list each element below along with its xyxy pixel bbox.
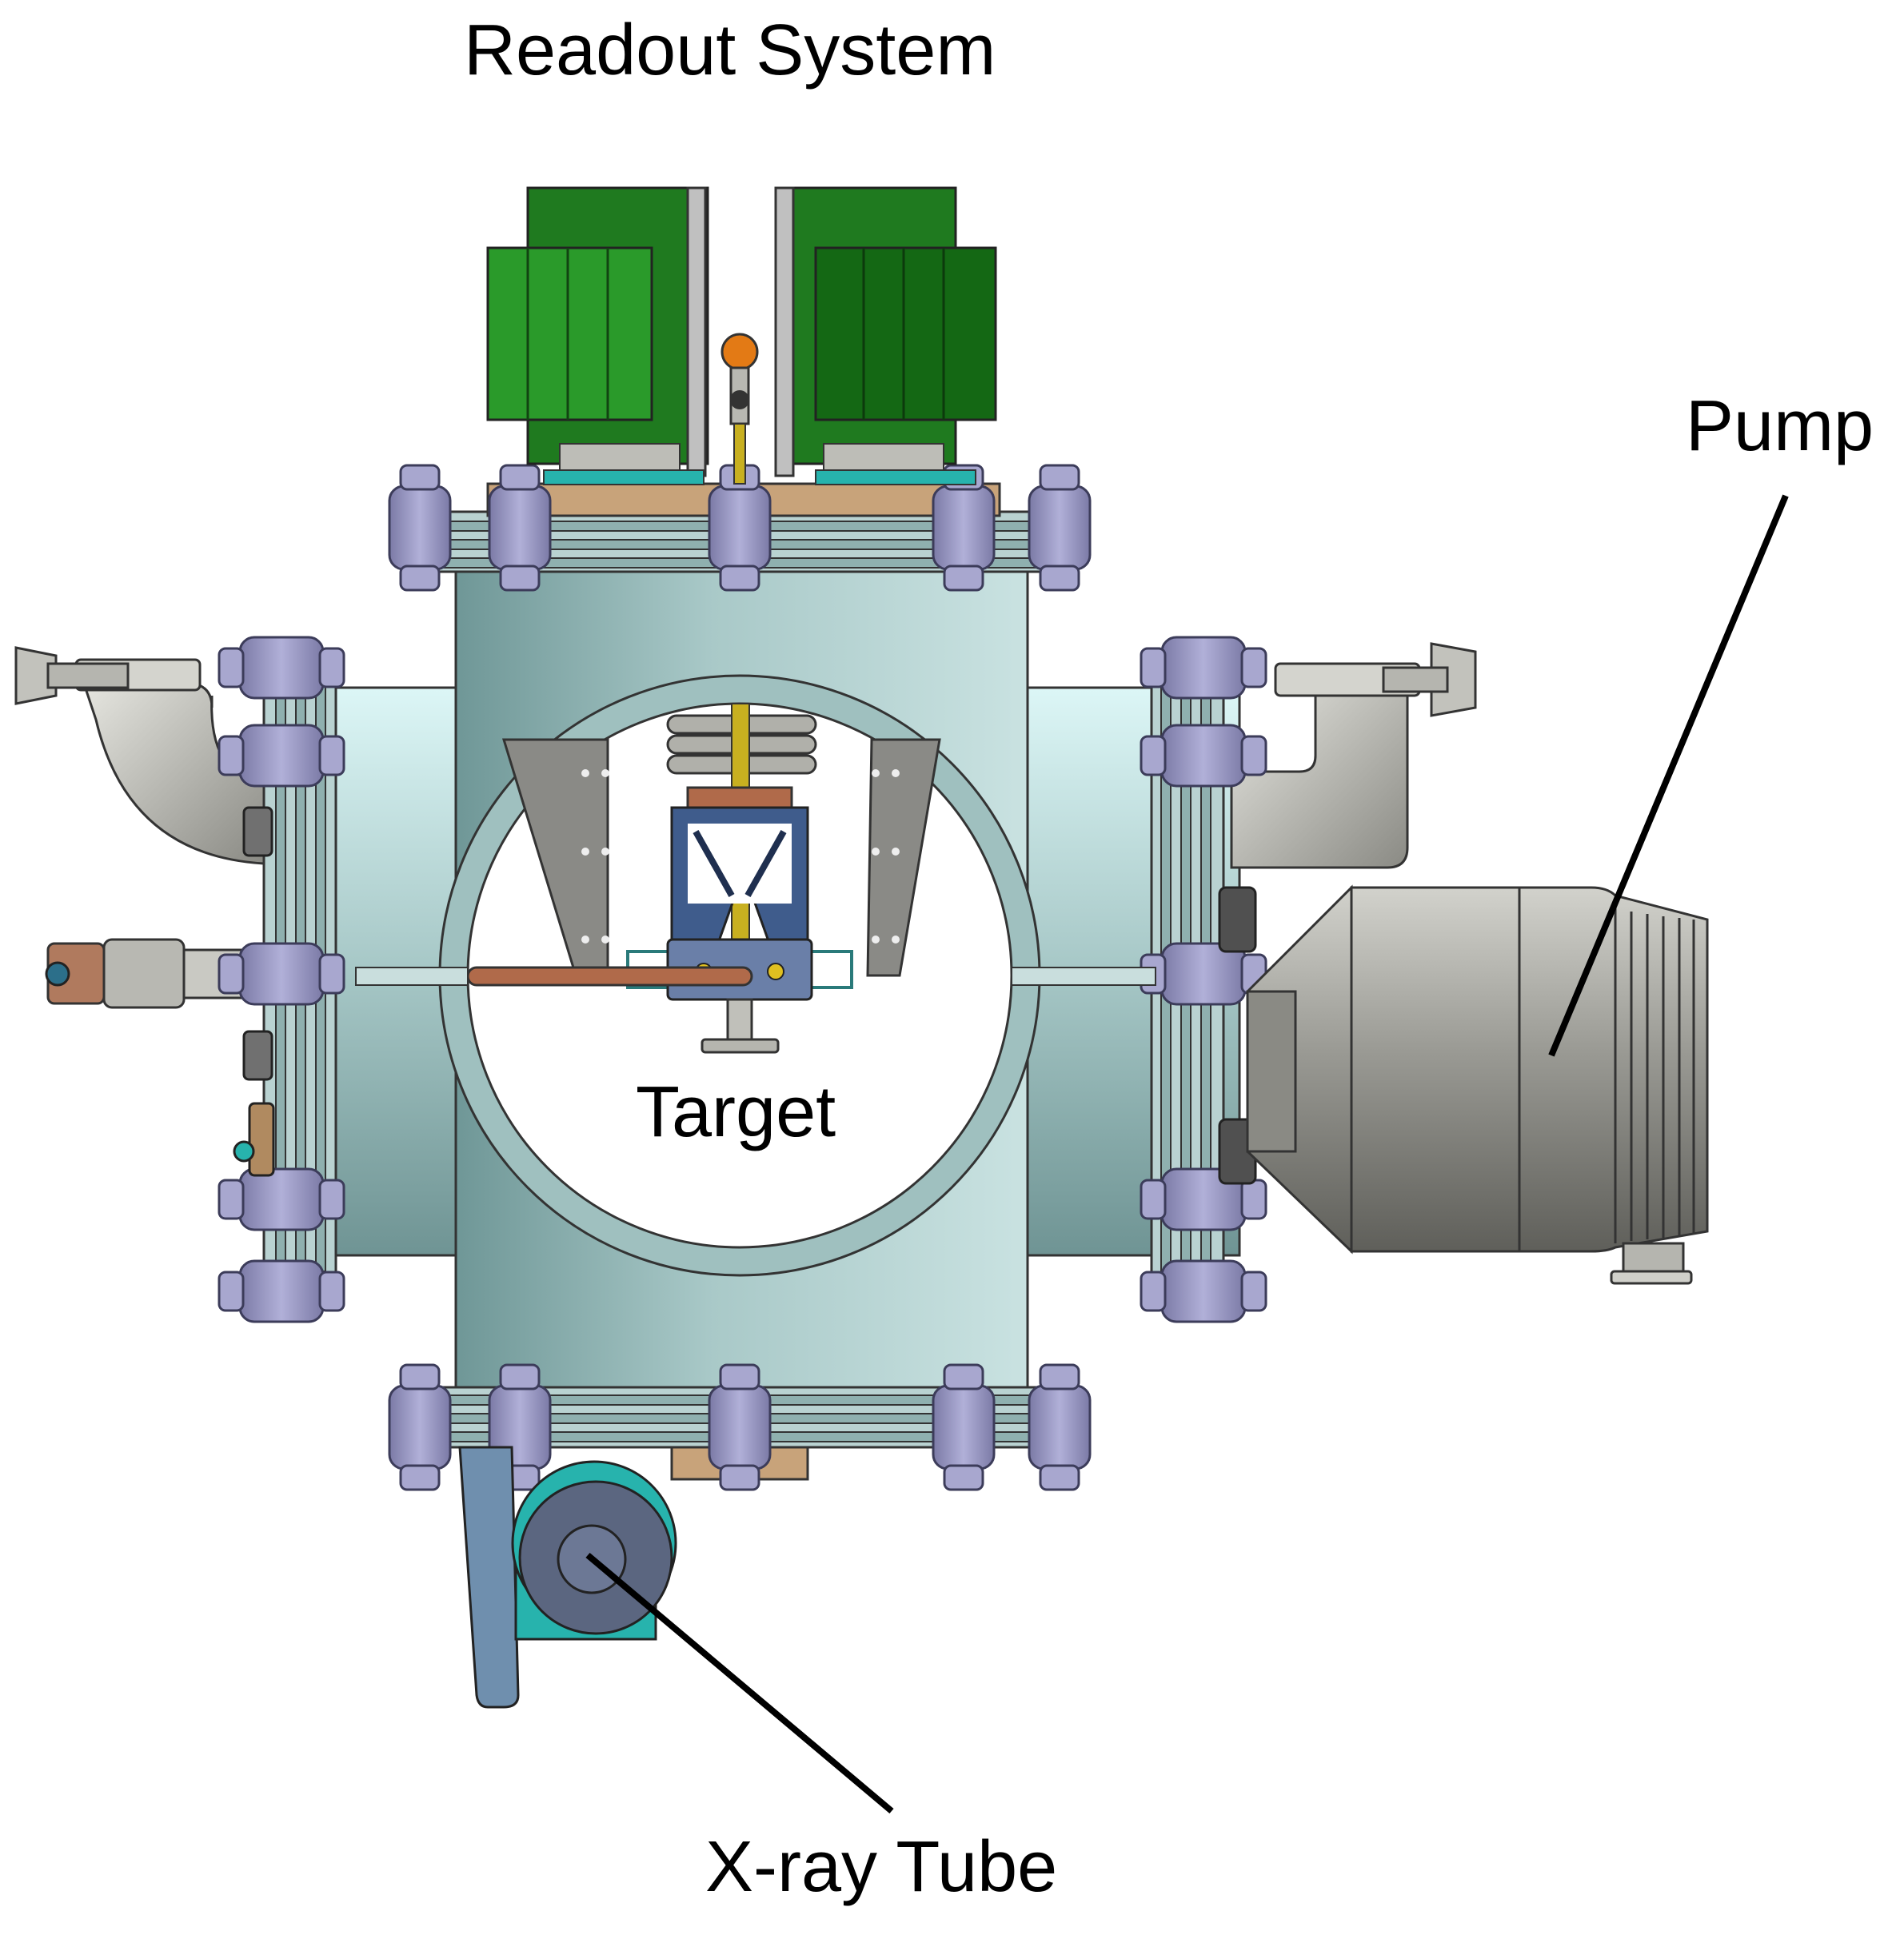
left-valve [45,938,249,1009]
left-elbow-pipe [14,646,265,865]
top-flange [388,464,1092,592]
target-assembly [355,703,1156,1054]
pump-label: Pump [1686,386,1874,466]
pump-leader-line [1548,494,1789,1057]
right-flange [1140,636,1267,1323]
bottom-flange [388,1363,1092,1491]
readout-board-left [486,186,709,485]
xray-tube-label: X-ray Tube [705,1827,1058,1907]
gas-inlet [720,333,759,485]
target-label: Target [636,1072,836,1152]
left-flange [218,636,345,1323]
readout-system-label: Readout System [464,10,996,90]
right-elbow-pipe [1230,642,1477,869]
xray-tube-leader-line [585,1552,894,1814]
readout-board-right [774,186,997,485]
xray-tube-body [458,1446,677,1709]
pump-body [1246,884,1709,1285]
